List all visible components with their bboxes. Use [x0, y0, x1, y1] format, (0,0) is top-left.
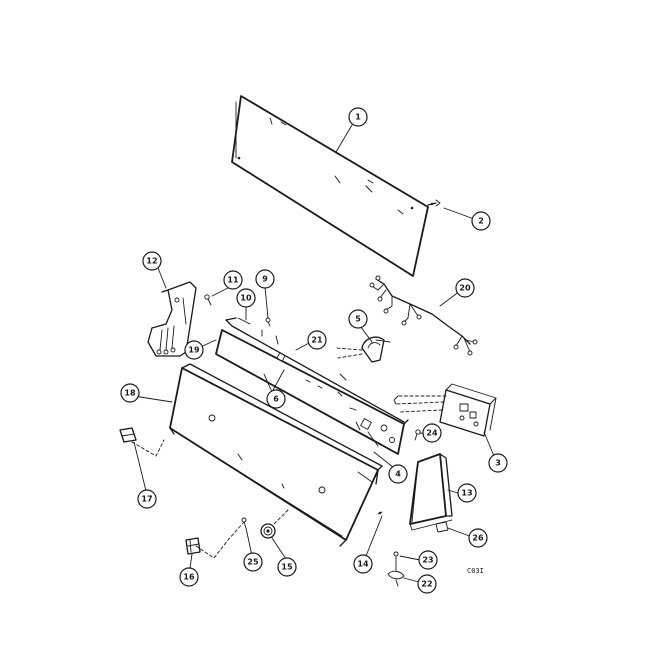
console-part	[169, 363, 383, 547]
svg-text:11: 11	[227, 276, 239, 285]
knob-17-part	[119, 427, 137, 443]
callout-12: 12	[142, 251, 162, 271]
svg-text:1: 1	[355, 113, 361, 122]
screw-26-part	[435, 521, 449, 533]
svg-text:14: 14	[357, 560, 369, 569]
callout-9: 9	[255, 269, 275, 289]
leader-lines	[131, 124, 495, 583]
svg-text:9: 9	[262, 275, 268, 284]
callout-16: 16	[179, 567, 199, 587]
indicator-part	[260, 523, 276, 539]
callout-26: 26	[468, 528, 488, 548]
callout-20: 20	[455, 278, 475, 298]
svg-text:19: 19	[188, 346, 200, 355]
callout-6: 6	[266, 389, 286, 409]
svg-text:18: 18	[124, 389, 136, 398]
svg-text:10: 10	[240, 294, 252, 303]
callout-21: 21	[307, 330, 327, 350]
svg-text:26: 26	[472, 534, 484, 543]
wire-harness-part	[369, 275, 478, 356]
callout-2: 2	[471, 211, 491, 231]
svg-text:25: 25	[247, 558, 259, 567]
svg-text:20: 20	[459, 284, 471, 293]
screw-9-part	[265, 317, 271, 327]
back-panel-part	[231, 95, 429, 277]
bracket-part	[147, 281, 197, 357]
switch-part	[335, 336, 391, 363]
callout-11: 11	[223, 270, 243, 290]
knob-16-part	[185, 537, 201, 555]
screw-part	[427, 199, 441, 207]
svg-text:17: 17	[141, 495, 152, 504]
svg-text:4: 4	[395, 470, 401, 479]
callout-14: 14	[353, 554, 373, 574]
svg-text:13: 13	[461, 489, 472, 498]
svg-text:16: 16	[183, 573, 195, 582]
diagram-code: C03I	[467, 567, 484, 575]
callout-5: 5	[348, 309, 368, 329]
end-cap-part	[409, 453, 453, 531]
svg-text:15: 15	[281, 563, 293, 572]
callout-1: 1	[348, 107, 368, 127]
callout-22: 22	[417, 574, 437, 594]
callout-24: 24	[422, 423, 442, 443]
callout-3: 3	[488, 453, 508, 473]
callout-17: 17	[137, 489, 157, 509]
screw-14-part	[377, 511, 383, 515]
callout-23: 23	[418, 550, 438, 570]
callout-4: 4	[388, 464, 408, 484]
svg-text:2: 2	[478, 217, 484, 226]
callout-13: 13	[457, 483, 477, 503]
callout-15: 15	[277, 557, 297, 577]
svg-text:23: 23	[422, 556, 433, 565]
svg-text:3: 3	[495, 459, 501, 468]
timer-part	[393, 383, 497, 437]
callout-18: 18	[120, 383, 140, 403]
svg-text:6: 6	[273, 395, 279, 404]
screw-24-part	[414, 429, 421, 441]
screw-spring-part	[387, 551, 405, 587]
callout-25: 25	[243, 552, 263, 572]
control-panel-part	[215, 317, 409, 455]
svg-text:21: 21	[311, 336, 323, 345]
svg-text:12: 12	[146, 257, 157, 266]
svg-text:22: 22	[421, 580, 432, 589]
svg-text:5: 5	[355, 315, 361, 324]
svg-text:24: 24	[426, 429, 438, 438]
screw-11-part	[204, 294, 212, 306]
callout-19: 19	[184, 340, 204, 360]
callout-10: 10	[236, 288, 256, 308]
